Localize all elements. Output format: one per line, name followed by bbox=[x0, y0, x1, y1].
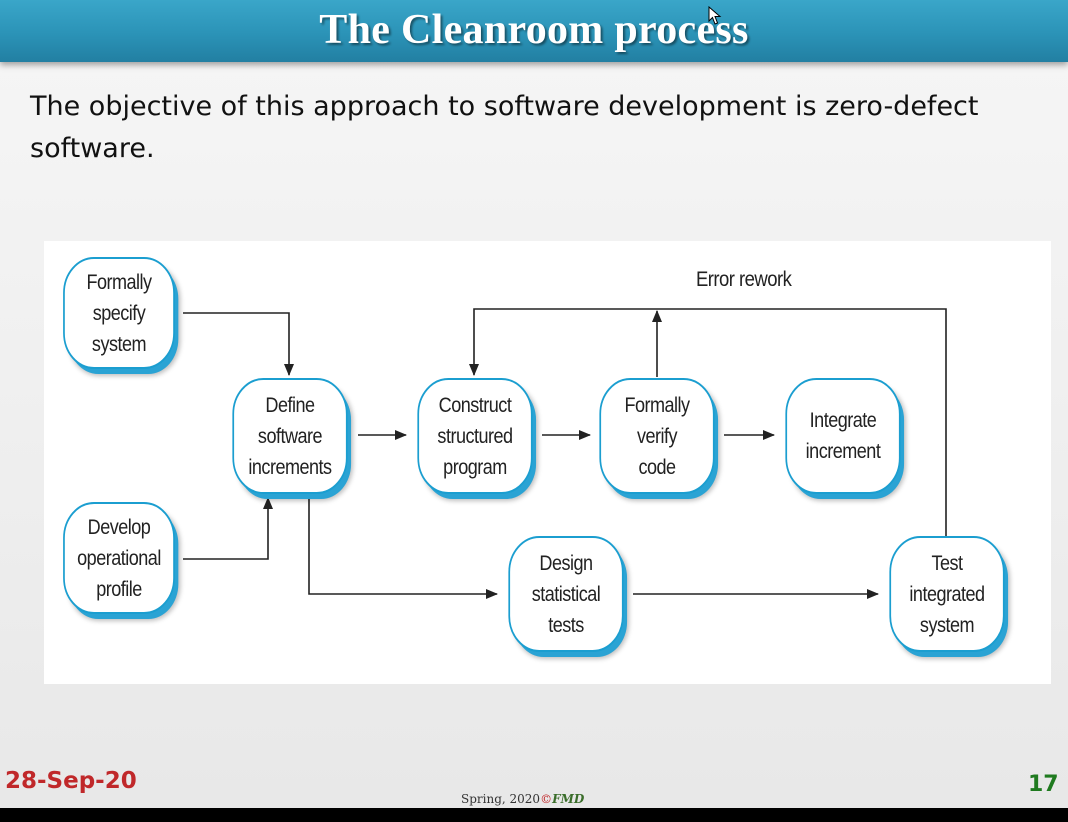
objective-text: The objective of this approach to softwa… bbox=[30, 91, 979, 164]
error-rework-label: Error rework bbox=[696, 268, 792, 291]
edge-specify-to-define bbox=[183, 312, 294, 376]
edge-test-to-construct bbox=[469, 308, 947, 537]
mouse-pointer-icon bbox=[708, 6, 722, 25]
slide-title: The Cleanroom process bbox=[319, 7, 749, 53]
footer-term: Spring, 2020 bbox=[461, 792, 541, 806]
diagram-connectors bbox=[183, 308, 947, 599]
footer-date: 28-Sep-20 bbox=[5, 768, 137, 794]
title-bar: The Cleanroom process bbox=[0, 0, 1068, 62]
edge-define-to-design bbox=[308, 496, 498, 599]
page-number: 17 bbox=[1028, 772, 1059, 797]
edge-profile-to-define bbox=[183, 497, 273, 560]
copyright-icon: © bbox=[540, 792, 553, 806]
footer-credit: Spring, 2020©FMD bbox=[461, 792, 584, 806]
footer-author: FMD bbox=[552, 792, 585, 806]
